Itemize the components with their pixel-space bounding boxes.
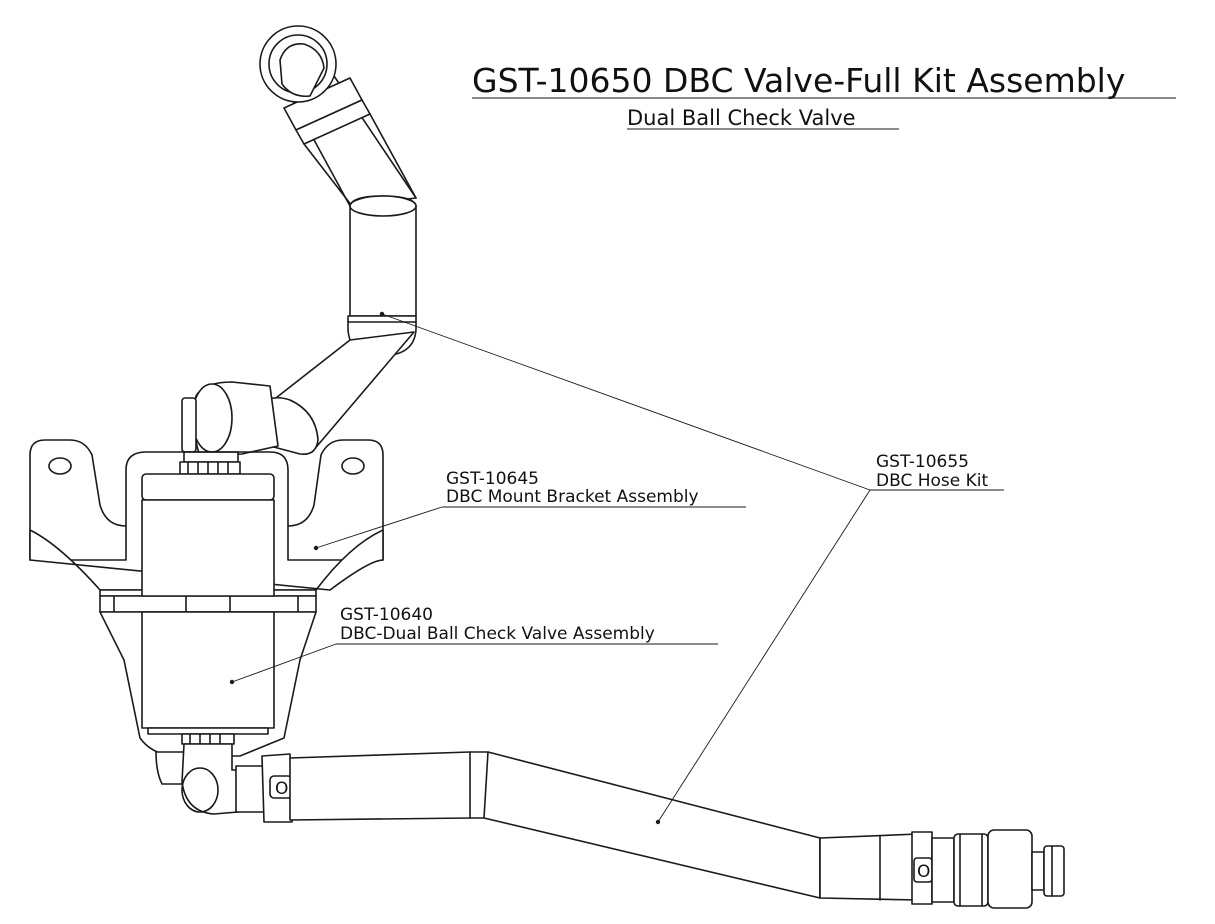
lower-elbow-fitting bbox=[181, 743, 265, 815]
title-block: GST-10650 DBC Valve-Full Kit Assembly Du… bbox=[472, 61, 1176, 130]
drawing-subtitle: Dual Ball Check Valve bbox=[627, 106, 856, 130]
drawing-title: GST-10650 DBC Valve-Full Kit Assembly bbox=[472, 61, 1125, 100]
upper-elbow-fitting bbox=[179, 381, 279, 475]
callout-check-valve: GST-10640 DBC-Dual Ball Check Valve Asse… bbox=[229, 605, 718, 685]
part-number-hose-kit: GST-10655 bbox=[876, 452, 969, 472]
description-check-valve: DBC-Dual Ball Check Valve Assembly bbox=[340, 624, 655, 644]
description-mount-bracket: DBC Mount Bracket Assembly bbox=[446, 487, 699, 507]
callout-mount-bracket: GST-10645 DBC Mount Bracket Assembly bbox=[313, 469, 746, 551]
upper-hose bbox=[257, 25, 417, 456]
leader-line bbox=[231, 643, 337, 683]
fitting-mark-left: O bbox=[275, 779, 288, 799]
callout-hose-kit: GST-10655 DBC Hose Kit bbox=[379, 311, 1004, 825]
fitting-mark-right: O bbox=[917, 862, 930, 882]
leader-line bbox=[315, 506, 443, 549]
lower-hose: O O bbox=[261, 751, 1065, 909]
leader-line bbox=[381, 313, 871, 491]
description-hose-kit: DBC Hose Kit bbox=[876, 471, 989, 491]
leader-line bbox=[657, 489, 871, 823]
part-number-mount-bracket: GST-10645 bbox=[446, 469, 539, 489]
check-valve-body bbox=[141, 473, 275, 745]
part-number-check-valve: GST-10640 bbox=[340, 605, 433, 625]
